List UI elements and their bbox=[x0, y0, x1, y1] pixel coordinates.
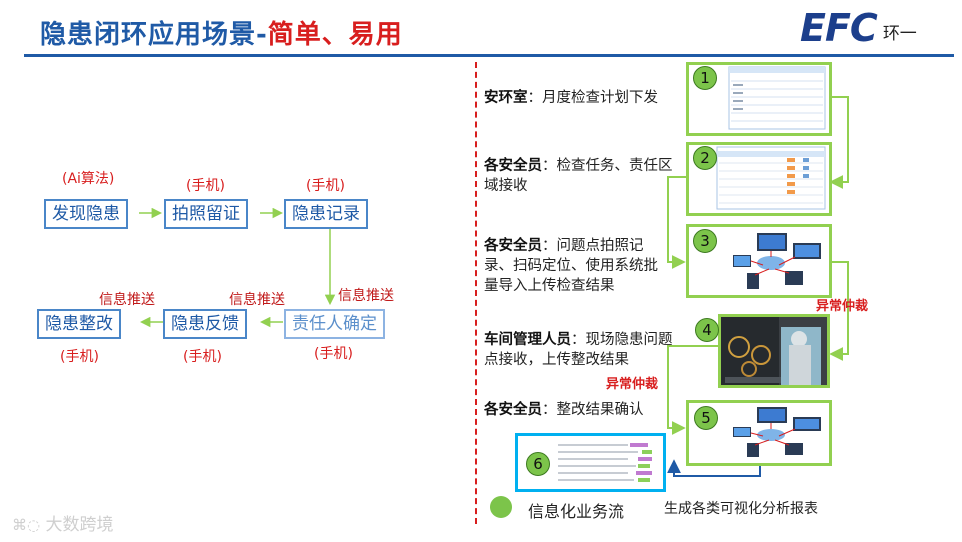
workshop-photo bbox=[721, 317, 827, 385]
step-6-badge: 6 bbox=[526, 452, 550, 476]
watermark-text: 大数跨境 bbox=[45, 515, 114, 535]
node-responsible-person: 责任人确定 bbox=[284, 309, 385, 339]
link-4-5 bbox=[667, 345, 718, 435]
devices-illustration-2 bbox=[733, 407, 821, 457]
tag-responsible: (手机) bbox=[314, 346, 353, 362]
step-5-role: 各安全员 bbox=[484, 402, 542, 418]
step-3-text: 各安全员：问题点拍照记录、扫码定位、使用系统批量导入上传检查结果 bbox=[484, 238, 658, 294]
step-2-badge: 2 bbox=[693, 146, 717, 170]
abnormal-arbitration-left: 异常仲裁 bbox=[606, 377, 659, 392]
task-table-thumbnail bbox=[716, 146, 826, 210]
push-label-left: 信息推送 bbox=[99, 292, 155, 308]
frame-step-4 bbox=[718, 314, 830, 388]
step-5-text: 各安全员：整改结果确认 bbox=[484, 402, 644, 418]
step-3-role: 各安全员 bbox=[484, 238, 542, 254]
report-thumbnail bbox=[558, 443, 652, 482]
step-1-text: 安环室：月度检查计划下发 bbox=[484, 90, 658, 106]
node-discover-hazard: 发现隐患 bbox=[44, 199, 128, 229]
tag-feedback: (手机) bbox=[183, 349, 222, 365]
watermark-logo-icon: ⌘◌ bbox=[12, 516, 41, 534]
watermark: ⌘◌ 大数跨境 bbox=[12, 510, 114, 535]
tag-record: (手机) bbox=[306, 178, 345, 194]
tag-photo: (手机) bbox=[186, 178, 225, 194]
link-1-2 bbox=[829, 96, 849, 189]
step-2-text: 各安全员：检查任务、责任区域接收 bbox=[484, 158, 673, 194]
tag-rectify: (手机) bbox=[60, 349, 99, 365]
legend-circle-icon bbox=[490, 496, 512, 518]
devices-illustration bbox=[733, 233, 821, 289]
step-5-badge: 5 bbox=[694, 406, 718, 430]
step-3-badge: 3 bbox=[693, 229, 717, 253]
dashed-divider bbox=[475, 62, 477, 524]
step-2-role: 各安全员 bbox=[484, 158, 542, 174]
link-5-6 bbox=[667, 459, 761, 477]
step-4-role: 车间管理人员 bbox=[484, 332, 571, 348]
push-label-middle: 信息推送 bbox=[229, 292, 285, 308]
link-3-4 bbox=[829, 261, 849, 361]
push-label-right: 信息推送 bbox=[338, 288, 394, 304]
logo-brand: EFC bbox=[800, 6, 878, 50]
tag-discover: (Ai算法) bbox=[62, 171, 115, 187]
step-1-badge: 1 bbox=[693, 66, 717, 90]
step-1-role: 安环室 bbox=[484, 90, 528, 106]
link-2-3 bbox=[667, 176, 686, 269]
node-hazard-feedback: 隐患反馈 bbox=[163, 309, 247, 339]
title-underline bbox=[24, 54, 954, 57]
page-title: 隐患闭环应用场景-简单、易用 bbox=[40, 14, 403, 51]
title-main: 隐患闭环应用场景- bbox=[40, 20, 268, 50]
title-accent: 简单、易用 bbox=[267, 20, 403, 50]
logo-suffix: 环一 bbox=[882, 23, 917, 44]
company-logo: EFC 环一 bbox=[800, 6, 917, 50]
report-label: 生成各类可视化分析报表 bbox=[664, 501, 818, 517]
node-hazard-rectify: 隐患整改 bbox=[37, 309, 121, 339]
abnormal-arbitration-right: 异常仲裁 bbox=[816, 299, 869, 314]
plan-table-thumbnail bbox=[728, 66, 826, 130]
step-4-text: 车间管理人员：现场隐患问题点接收，上传整改结果 bbox=[484, 332, 673, 368]
node-photo-evidence: 拍照留证 bbox=[164, 199, 248, 229]
legend-label: 信息化业务流 bbox=[528, 502, 625, 521]
node-hazard-record: 隐患记录 bbox=[284, 199, 368, 229]
step-4-badge: 4 bbox=[695, 318, 719, 342]
